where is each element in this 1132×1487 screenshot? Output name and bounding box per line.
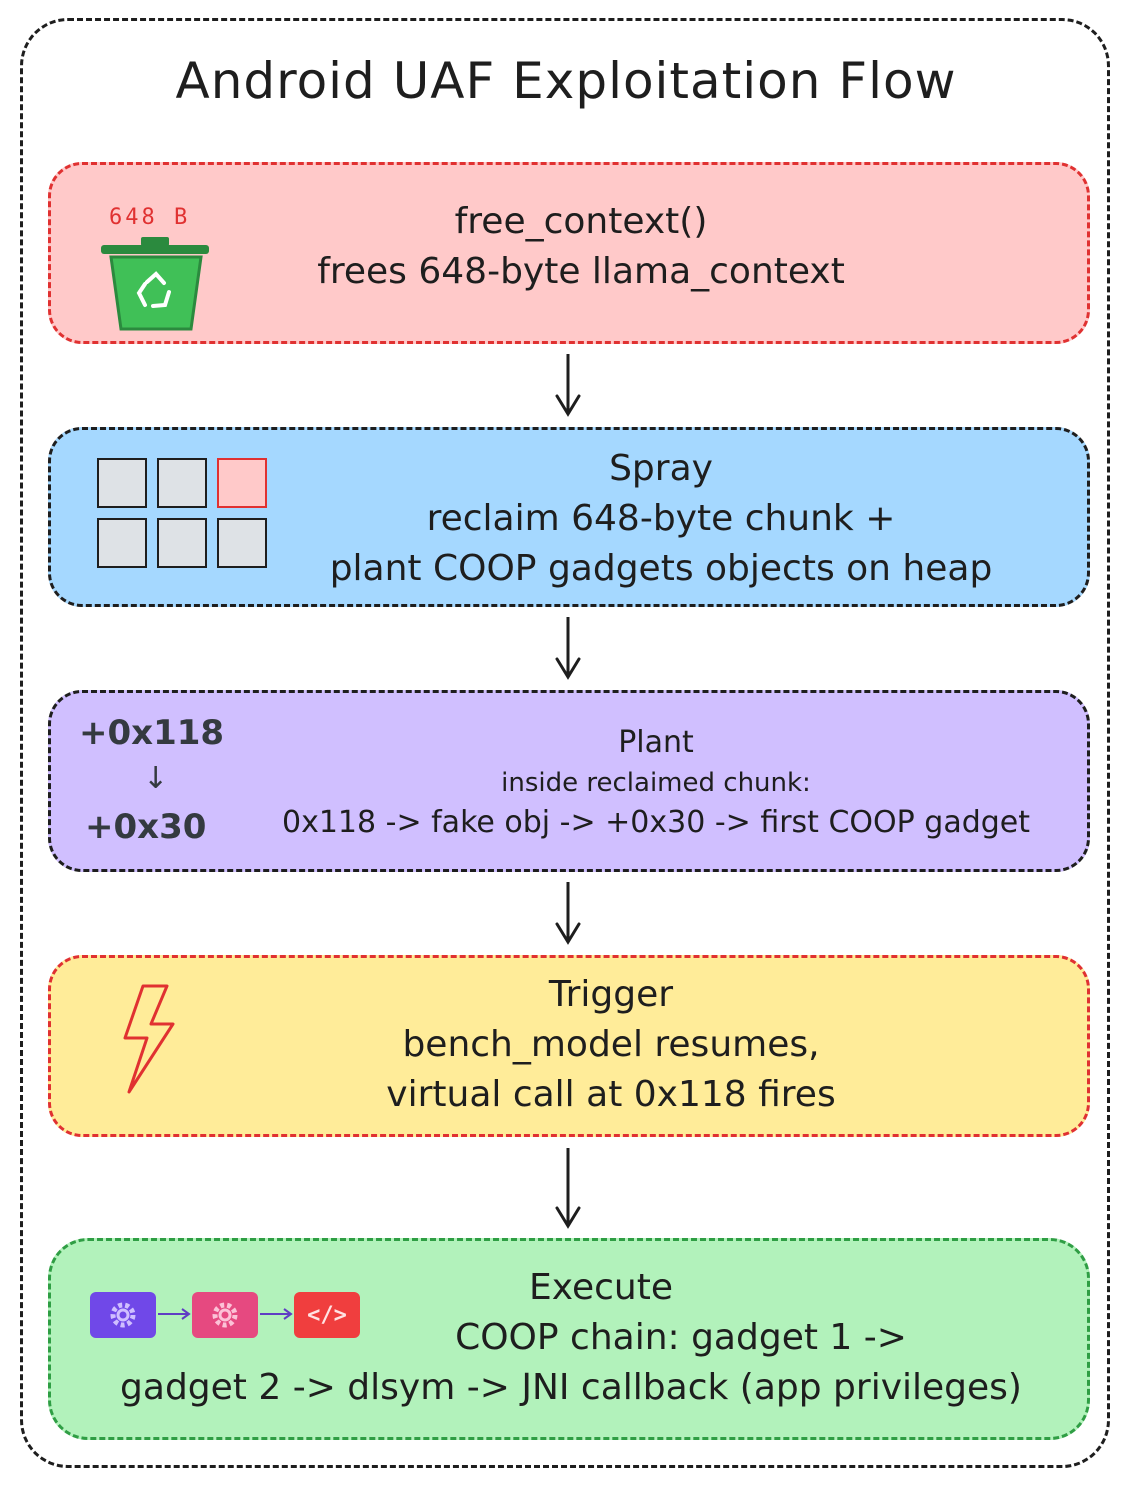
diagram-frame [20, 18, 1110, 1468]
step-title: Trigger [548, 974, 674, 1015]
code-icon: </> [294, 1292, 360, 1338]
heap-chunk-reclaimed [217, 458, 267, 508]
step-title: Plant [618, 725, 694, 760]
flow-arrow-3 [555, 882, 581, 945]
step-plant: +0x118 ↓ +0x30 Plant inside reclaimed ch… [48, 690, 1090, 872]
step-desc: COOP chain: gadget 1 -> [455, 1317, 907, 1358]
step-desc: virtual call at 0x118 fires [386, 1074, 836, 1115]
step-desc: plant COOP gadgets objects on heap [329, 548, 993, 589]
step-trigger: Trigger bench_model resumes, virtual cal… [48, 955, 1090, 1137]
flow-arrow-1 [555, 354, 581, 417]
gear-icon [90, 1292, 156, 1338]
step-desc: reclaim 648-byte chunk + [426, 498, 896, 539]
heap-chunk [97, 518, 147, 568]
offset-top-label: +0x118 [79, 713, 225, 753]
heap-chunk [157, 518, 207, 568]
heap-chunk [157, 458, 207, 508]
step-desc: frees 648-byte llama_context [317, 251, 845, 292]
offset-arrow: ↓ [143, 761, 169, 796]
step-desc: bench_model resumes, [402, 1024, 820, 1065]
heap-chunk [217, 518, 267, 568]
chain-arrow-icon [158, 1308, 191, 1320]
step-spray: Spray reclaim 648-byte chunk + plant COO… [48, 427, 1090, 607]
code-glyph: </> [307, 1302, 347, 1328]
step-execute: Execute COOP chain: gadget 1 -> gadget 2… [48, 1238, 1090, 1440]
step-desc: 0x118 -> fake obj -> +0x30 -> first COOP… [281, 805, 1031, 840]
diagram-title: Android UAF Exploitation Flow [175, 52, 957, 110]
step-title: Execute [529, 1267, 673, 1308]
free-size-label: 648 B [109, 205, 191, 230]
flow-arrow-4 [555, 1148, 581, 1229]
step-title: free_context() [454, 201, 708, 242]
step-desc: inside reclaimed chunk: [501, 768, 811, 798]
offset-bottom-label: +0x30 [85, 807, 207, 847]
chain-arrow-icon [260, 1308, 293, 1320]
trash-bin-icon [101, 237, 209, 331]
flow-arrow-2 [555, 617, 581, 680]
step-desc: gadget 2 -> dlsym -> JNI callback (app p… [120, 1367, 1022, 1408]
heap-chunk [97, 458, 147, 508]
gear-icon [192, 1292, 258, 1338]
step-free-context: 648 B free_context() frees 648-byte llam… [48, 162, 1090, 344]
step-title: Spray [609, 448, 713, 489]
lightning-icon [123, 984, 175, 1094]
